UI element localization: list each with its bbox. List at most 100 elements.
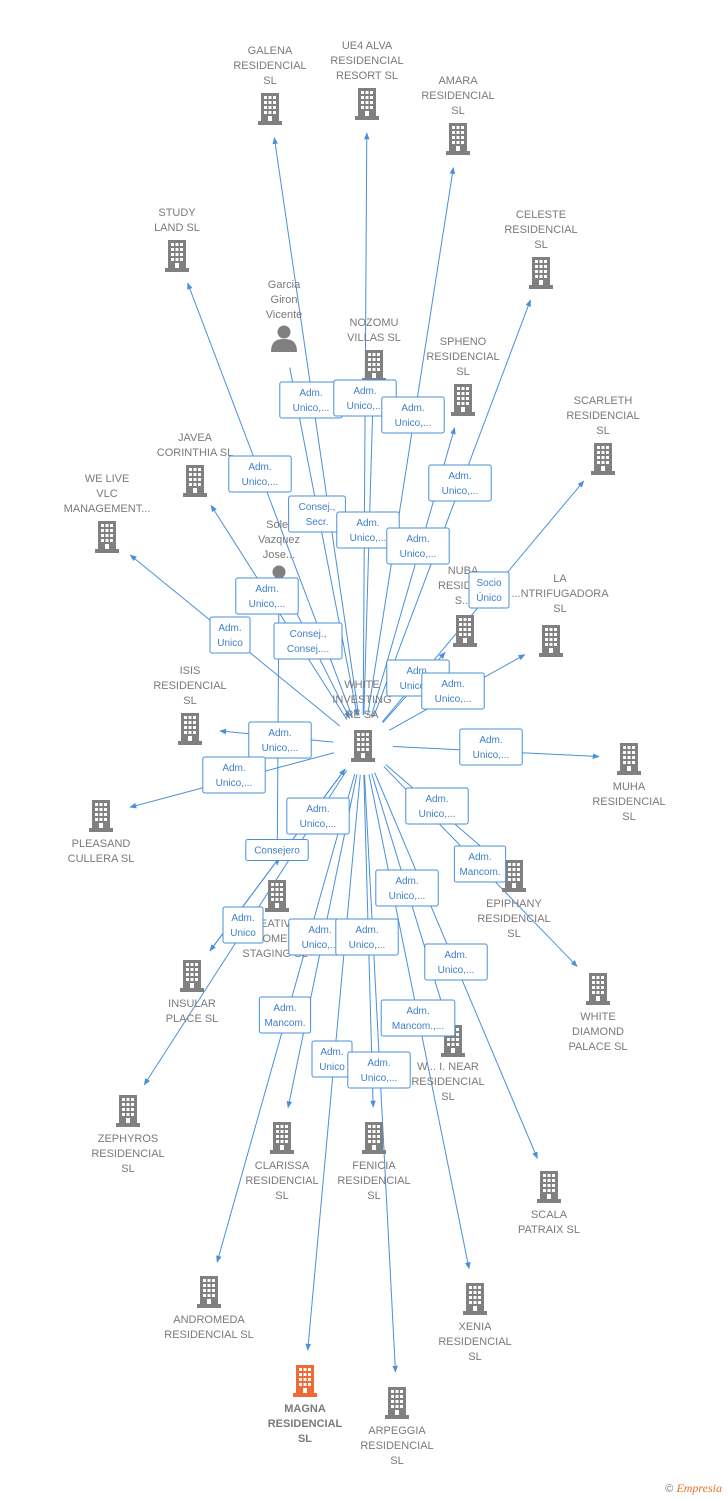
edge-label-white-epiphany[interactable]: Adm.Unico,... (405, 787, 469, 825)
edge-label-white-insular[interactable]: Adm.Unico,... (286, 797, 350, 835)
edge-label-text: Unico,... (242, 477, 279, 488)
edge-label-text: Adm. (218, 623, 241, 634)
node-label: RESIDENCIAL (426, 351, 499, 363)
node-label: PLACE SL (166, 1013, 219, 1025)
node-label: MAGNA (284, 1403, 326, 1415)
edge-label-text: Adm. (406, 1006, 429, 1017)
edge-label-white-arpeggia[interactable]: Adm.Unico,... (347, 1051, 411, 1089)
building-icon (197, 1276, 221, 1308)
node-label: CORINTHIA SL (157, 447, 233, 459)
edge-label-text: Adm. (367, 1058, 390, 1069)
node-label: RESIDENCIAL (592, 796, 665, 808)
edge-label-text: Unico,... (347, 401, 384, 412)
edge-label-box (222, 906, 264, 944)
edge-label-text: Adm. (248, 462, 271, 473)
edge-label-box (380, 999, 456, 1037)
edge-label-white-spheno[interactable]: Adm.Unico,... (386, 527, 450, 565)
node-label: ...OME... (253, 933, 296, 945)
node-label: SL (441, 1091, 454, 1103)
edge-label-text: Adm. (401, 403, 424, 414)
edge-label-white-scala[interactable]: Adm.Unico,... (424, 943, 488, 981)
node-label: RESORT SL (336, 70, 398, 82)
brand-logo[interactable]: Empresia (676, 1481, 722, 1495)
edge-label-white-whitediamond[interactable]: Adm.Mancom. (453, 845, 507, 883)
edge-label-box (228, 455, 292, 493)
edge-label-text: Adm. (355, 925, 378, 936)
edge-label-white-celeste[interactable]: Adm.Unico,... (428, 464, 492, 502)
node-label: Jose... (263, 549, 295, 561)
edge-label-box (428, 464, 492, 502)
edge-label-insular-white[interactable]: Adm.Unico (222, 906, 264, 944)
edge-label-text: Mancom.,... (392, 1021, 444, 1032)
edge-white-celeste (373, 299, 531, 718)
node-label: RESIDENCIAL (438, 1336, 511, 1348)
copyright-symbol: © (665, 1483, 674, 1495)
node-welive[interactable]: WE LIVEVLCMANAGEMENT... (64, 473, 151, 553)
edge-label-text: Socio (476, 578, 501, 589)
edge-label-white-galena[interactable]: Adm.Unico,... (279, 381, 343, 419)
edge-label-white-andromeda[interactable]: Adm.Mancom. (258, 996, 312, 1034)
edge-label-text: Adm. (308, 925, 331, 936)
node-label: SL (275, 1190, 288, 1202)
edge-label-white-javea[interactable]: Adm.Unico,... (235, 577, 299, 615)
edge-label-white-nozomu[interactable]: Adm.Unico,... (336, 511, 400, 549)
edge-label-text: Unico,... (389, 891, 426, 902)
node-label: RESIDENCIAL (337, 1175, 410, 1187)
edge-label-white-muha[interactable]: Adm.Unico,... (459, 728, 523, 766)
edge-label-soler-white[interactable]: Consej.,Consej.... (273, 622, 343, 660)
edge-label-white-study[interactable]: Adm. Unico,... (228, 455, 292, 493)
edge-label-white-la[interactable]: Adm.Unico,... (421, 672, 485, 710)
edge-label-white-amara[interactable]: Adm. Unico,... (381, 396, 445, 434)
edge-label-white-magna[interactable]: Adm.Unico (311, 1040, 353, 1078)
node-label: ZEPHYROS (98, 1133, 159, 1145)
node-label: FENICIA (352, 1160, 396, 1172)
building-icon (539, 625, 563, 657)
node-label: SL (298, 1433, 312, 1445)
building-icon (183, 465, 207, 497)
edge-label-white-isis[interactable]: Adm.Unico,... (248, 721, 312, 759)
node-soler[interactable]: SolerVazquezJose... (258, 519, 300, 592)
edge-label-white-fenicia[interactable]: Adm.Unico,... (335, 918, 399, 956)
edge-label-white-ue4[interactable]: Adm.Unico,... (333, 379, 397, 417)
edge-label-soler-creative[interactable]: Consejero (245, 839, 309, 861)
edge-label-white-wnear[interactable]: Adm.Unico,... (375, 869, 439, 907)
edge-label-white-xenia[interactable]: Adm. Mancom.,... (380, 999, 456, 1037)
node-label: VLC (96, 488, 117, 500)
edge-label-text: Adm. (356, 518, 379, 529)
edge-label-text: Consej., (299, 502, 336, 513)
edge-label-text: Unico,... (395, 418, 432, 429)
edge-label-white-welive[interactable]: Adm.Unico (209, 616, 251, 654)
edge-label-text: Adm. (306, 804, 329, 815)
edge-label-box (386, 527, 450, 565)
edge-label-white-pleasand[interactable]: Adm.Unico,... (202, 756, 266, 794)
